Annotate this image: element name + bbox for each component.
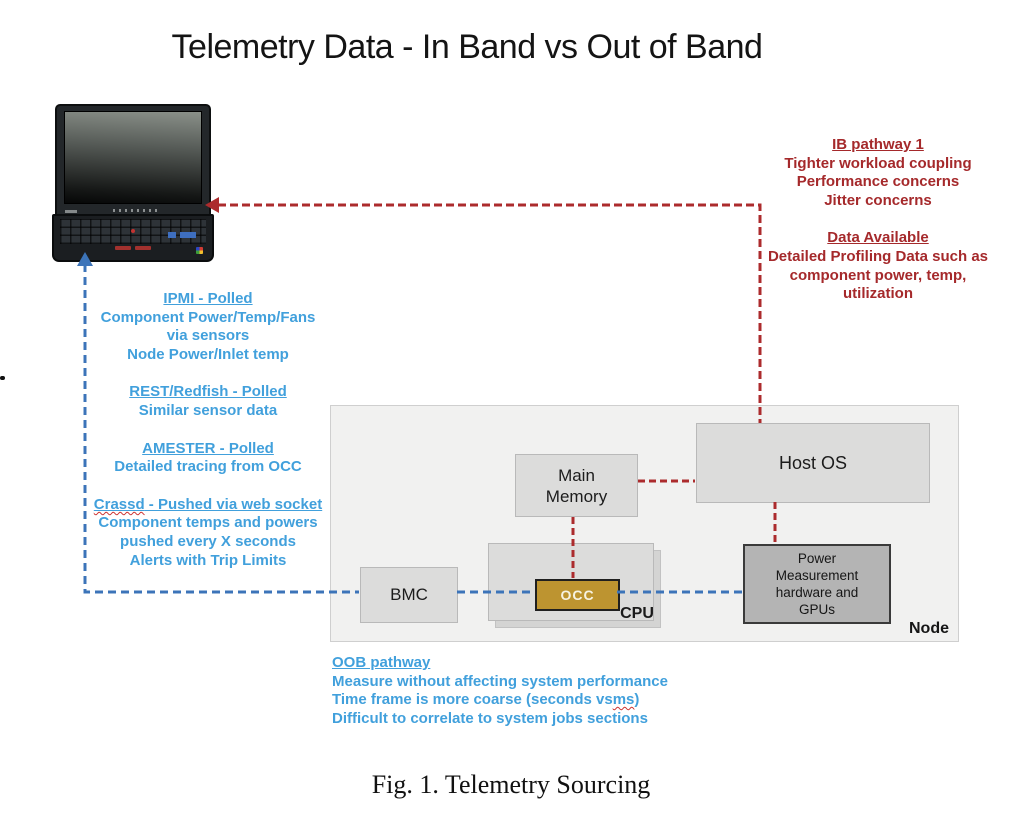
- laptop-bezel-logo: [65, 210, 77, 213]
- laptop-bezel-dots: [113, 209, 157, 212]
- data-available-line: Detailed Profiling Data such as: [767, 247, 989, 265]
- data-available-line: component power, temp,: [789, 266, 967, 284]
- main-memory-label-line: Main: [558, 465, 595, 485]
- main-memory-label-line: Memory: [545, 486, 608, 506]
- crassd-misspelled-word: Crassd: [93, 495, 145, 513]
- power-measurement-box: Power Measurement hardware and GPUs: [743, 544, 891, 624]
- laptop-blue-key: [168, 232, 176, 238]
- laptop-base: [52, 214, 214, 262]
- ib-pathway-group: IB pathway 1 Tighter workload coupling P…: [742, 136, 1014, 210]
- oob-line2-post: ): [634, 691, 640, 709]
- host-os-box: Host OS: [696, 423, 930, 503]
- node-label: Node: [909, 620, 949, 637]
- occ-label: OCC: [560, 587, 595, 603]
- bmc-label: BMC: [390, 585, 428, 604]
- ipmi-line: Node Power/Inlet temp: [127, 345, 289, 363]
- amester-group: AMESTER - Polled Detailed tracing from O…: [86, 440, 330, 477]
- oob-pathway-heading: OOB pathway: [332, 654, 431, 671]
- oob-pathway-annotations: OOB pathway Measure without affecting sy…: [332, 654, 772, 728]
- ib-pathway-line: Tighter workload coupling: [784, 154, 972, 172]
- crassd-line: pushed every X seconds: [120, 532, 296, 550]
- bmc-box: BMC: [360, 567, 458, 623]
- ib-pathway-heading: IB pathway 1: [832, 136, 924, 153]
- laptop-image: [52, 102, 214, 262]
- laptop-screen: [64, 111, 202, 204]
- host-os-label: Host OS: [778, 452, 848, 473]
- ipmi-group: IPMI - Polled Component Power/Temp/Fans …: [86, 290, 330, 364]
- redfish-line: Similar sensor data: [138, 401, 278, 419]
- data-available-group: Data Available Detailed Profiling Data s…: [742, 229, 1014, 303]
- oob-annotations: IPMI - Polled Component Power/Temp/Fans …: [86, 290, 330, 589]
- ib-pathway-line: Jitter concerns: [824, 191, 932, 209]
- stray-mark: [0, 376, 5, 380]
- power-label-line: hardware and: [775, 585, 859, 600]
- crassd-line: Alerts with Trip Limits: [129, 551, 287, 569]
- redfish-group: REST/Redfish - Polled Similar sensor dat…: [86, 383, 330, 420]
- ms-misspelled-word: ms: [612, 691, 635, 709]
- ib-pathway-line: Performance concerns: [796, 173, 960, 191]
- data-available-heading: Data Available: [827, 229, 929, 247]
- diagram-title: Telemetry Data - In Band vs Out of Band: [171, 28, 763, 66]
- ipmi-line: Component Power/Temp/Fans: [100, 308, 316, 326]
- thinkpad-logo-icon: [196, 247, 203, 254]
- mouse-button-left: [115, 246, 131, 250]
- power-label-line: Power: [797, 551, 837, 566]
- laptop-mouse-buttons: [115, 246, 151, 251]
- laptop-blue-key: [180, 232, 196, 238]
- oob-pathway-line: Difficult to correlate to system jobs se…: [332, 709, 648, 727]
- laptop-lid: [55, 104, 211, 218]
- ib-annotations: IB pathway 1 Tighter workload coupling P…: [742, 136, 1014, 323]
- power-label-line: Measurement: [775, 568, 859, 583]
- crassd-line: Component temps and powers: [98, 514, 318, 532]
- ipmi-heading: IPMI - Polled: [163, 290, 253, 307]
- data-available-line: utilization: [843, 285, 913, 303]
- ipmi-line: via sensors: [166, 327, 250, 345]
- oob-pathway-line: Time frame is more coarse (seconds vs ms…: [332, 691, 772, 710]
- figure-caption: Fig. 1. Telemetry Sourcing: [371, 770, 651, 799]
- crassd-heading-rest: - Pushed via web socket: [144, 495, 323, 513]
- crassd-heading: Crassd - Pushed via web socket: [94, 496, 322, 515]
- crassd-group: Crassd - Pushed via web socket Component…: [86, 496, 330, 570]
- main-memory-box: Main Memory: [515, 454, 638, 517]
- power-label-line: GPUs: [798, 602, 835, 617]
- redfish-heading: REST/Redfish - Polled: [129, 383, 287, 401]
- trackpoint-icon: [131, 229, 135, 233]
- mouse-button-right: [135, 246, 151, 250]
- oob-line2-pre: Time frame is more coarse (seconds vs: [332, 691, 613, 709]
- amester-line: Detailed tracing from OCC: [114, 458, 302, 476]
- occ-box: OCC: [535, 579, 620, 611]
- oob-pathway-line: Measure without affecting system perform…: [332, 672, 668, 690]
- amester-heading: AMESTER - Polled: [142, 439, 274, 457]
- cpu-label: CPU: [620, 605, 654, 622]
